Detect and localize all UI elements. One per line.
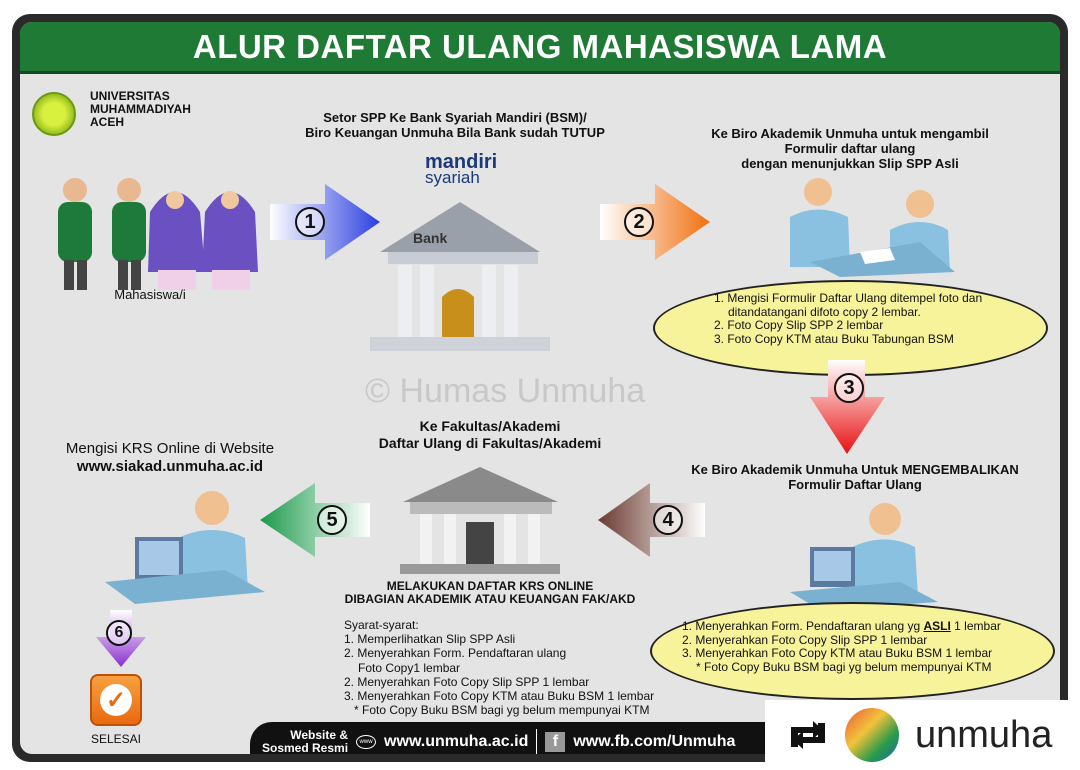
divider: [536, 729, 538, 754]
note-line: 2. Menyerahkan Foto Copy Slip SPP 1 lemb…: [344, 674, 590, 689]
step-number-1: 1: [295, 207, 325, 237]
step-number-6: 6: [106, 620, 132, 646]
heading-line: Ke Biro Akademik Unmuha untuk mengambil: [711, 126, 989, 141]
note-line: * Foto Copy Buku BSM bagi yg belum mempu…: [696, 659, 992, 674]
note-line: 1. Memperlihatkan Slip SPP Asli: [344, 632, 516, 647]
footer-label: Website &Sosmed Resmi: [262, 728, 349, 755]
students-illustration: [58, 178, 258, 290]
footer-label-line: Sosmed Resmi: [262, 741, 349, 755]
website-link[interactable]: www.unmuha.ac.id: [384, 733, 529, 750]
globe-icon: www: [356, 735, 377, 749]
arrow-step-4: [598, 483, 705, 557]
logo-sub: syariah: [425, 168, 480, 187]
step-number-2: 2: [624, 207, 654, 237]
note-line: 1. Mengisi Formulir Daftar Ulang ditempe…: [714, 291, 983, 305]
note-line: Syarat-syarat:: [344, 618, 419, 632]
step1-heading: Setor SPP Ke Bank Syariah Mandiri (BSM)/…: [290, 110, 620, 140]
footer-label-line: Website &: [290, 728, 349, 742]
watermark: © Humas Unmuha: [365, 372, 646, 410]
step2-notes: 1. Mengisi Formulir Daftar Ulang ditempe…: [714, 291, 983, 346]
note-emphasis: ASLI: [923, 619, 951, 633]
facebook-icon: f: [545, 732, 566, 752]
page-title: ALUR DAFTAR ULANG MAHASISWA LAMA: [192, 27, 888, 65]
krs-computer-illustration: [105, 491, 265, 604]
note-line: * Foto Copy Buku BSM bagi yg belum mempu…: [354, 703, 650, 718]
note-line: 3. Foto Copy KTM atau Buku Tabungan BSM: [714, 331, 954, 346]
arrow-step-2: [600, 184, 710, 260]
step-number-3: 3: [834, 373, 864, 403]
heading-line: Formulir daftar ulang: [784, 141, 916, 156]
arrow-step-5: [260, 483, 370, 557]
avatar[interactable]: [845, 708, 899, 762]
note-line: 1. Menyerahkan Form. Pendaftaran ulang y…: [682, 619, 1001, 634]
step2-heading: Ke Biro Akademik Unmuha untuk mengambil …: [680, 126, 1020, 171]
note-text: 1 lembar: [954, 619, 1001, 633]
done-checkmark-icon: ✓: [90, 674, 142, 726]
heading-line: MELAKUKAN DAFTAR KRS ONLINE: [386, 579, 594, 593]
heading-line: Biro Keuangan Unmuha Bila Bank sudah TUT…: [305, 125, 605, 140]
flow-arrows: [96, 184, 885, 667]
krs-url: www.siakad.unmuha.ac.id: [76, 458, 264, 475]
uni-line: ACEH: [90, 115, 125, 129]
step-number-4: 4: [653, 505, 683, 535]
arrow-step-3: [810, 360, 885, 454]
note-line: ditandatangani difoto copy 2 lembar.: [728, 304, 921, 319]
note-line: 2. Menyerahkan Foto Copy Slip SPP 1 lemb…: [682, 632, 928, 647]
arrow-step-1: [270, 184, 380, 260]
heading-line: dengan menunjukkan Slip SPP Asli: [741, 156, 959, 171]
repost-icon[interactable]: [787, 717, 829, 753]
note-line: 3. Menyerahkan Foto Copy KTM atau Buku B…: [344, 689, 655, 704]
done-label: SELESAI: [90, 732, 142, 746]
step5-heading: Ke Fakultas/Akademi Daftar Ulang di Faku…: [340, 418, 640, 452]
title-bar: ALUR DAFTAR ULANG MAHASISWA LAMA: [20, 22, 1060, 74]
heading-line: Ke Biro Akademik Unmuha Untuk MENGEMBALI…: [691, 462, 1019, 477]
step4-heading: Ke Biro Akademik Unmuha Untuk MENGEMBALI…: [660, 462, 1050, 492]
krs-heading: Mengisi KRS Online di Website www.siakad…: [30, 440, 310, 476]
logo-brand: mandiri: [425, 151, 498, 173]
office-meeting-illustration: [790, 178, 955, 277]
note-text: 1. Menyerahkan Form. Pendaftaran ulang y…: [682, 619, 921, 633]
note-line: Foto Copy1 lembar: [358, 660, 461, 675]
note-line: 2. Menyerahkan Form. Pendaftaran ulang: [344, 646, 567, 661]
university-name: UNIVERSITAS MUHAMMADIYAH ACEH: [90, 90, 191, 129]
heading-line: DIBAGIAN AKADEMIK ATAU KEUANGAN FAK/AKD: [344, 592, 636, 606]
heading-line: Ke Fakultas/Akademi: [419, 418, 561, 434]
repost-overlay: unmuha: [765, 700, 1080, 770]
uni-line: MUHAMMADIYAH: [90, 102, 191, 116]
step5-notes: Syarat-syarat: 1. Memperlihatkan Slip SP…: [344, 618, 654, 717]
university-logo: [32, 92, 76, 136]
step5-subheading: MELAKUKAN DAFTAR KRS ONLINE DIBAGIAN AKA…: [290, 580, 690, 606]
footer-bar: Website &Sosmed Resmi www www.unmuha.ac.…: [250, 722, 790, 754]
note-line: 3. Menyerahkan Foto Copy KTM atau Buku B…: [682, 646, 993, 660]
mandiri-syariah-logo: mandiri syariah: [425, 151, 498, 187]
krs-line: Mengisi KRS Online di Website: [65, 440, 275, 457]
step4-notes: 1. Menyerahkan Form. Pendaftaran ulang y…: [682, 619, 1001, 674]
step-number-5: 5: [317, 505, 347, 535]
infographic-panel: ALUR DAFTAR ULANG MAHASISWA LAMA UNIVERS…: [20, 22, 1060, 754]
uni-line: UNIVERSITAS: [90, 89, 170, 103]
note-line: 2. Foto Copy Slip SPP 2 lembar: [714, 318, 884, 332]
heading-line: Setor SPP Ke Bank Syariah Mandiri (BSM)/: [323, 110, 587, 125]
bank-building-illustration: [370, 202, 550, 351]
step4-notes-bubble: [650, 602, 1055, 700]
repost-handle[interactable]: unmuha: [915, 713, 1053, 756]
facebook-link[interactable]: www.fb.com/Unmuha: [573, 733, 736, 750]
bank-sign: Bank: [413, 230, 448, 246]
faculty-building-illustration: [400, 467, 560, 574]
heading-line: Daftar Ulang di Fakultas/Akademi: [378, 435, 602, 451]
students-label: Mahasiswa/i: [114, 287, 186, 302]
heading-line: Formulir Daftar Ulang: [788, 477, 922, 492]
